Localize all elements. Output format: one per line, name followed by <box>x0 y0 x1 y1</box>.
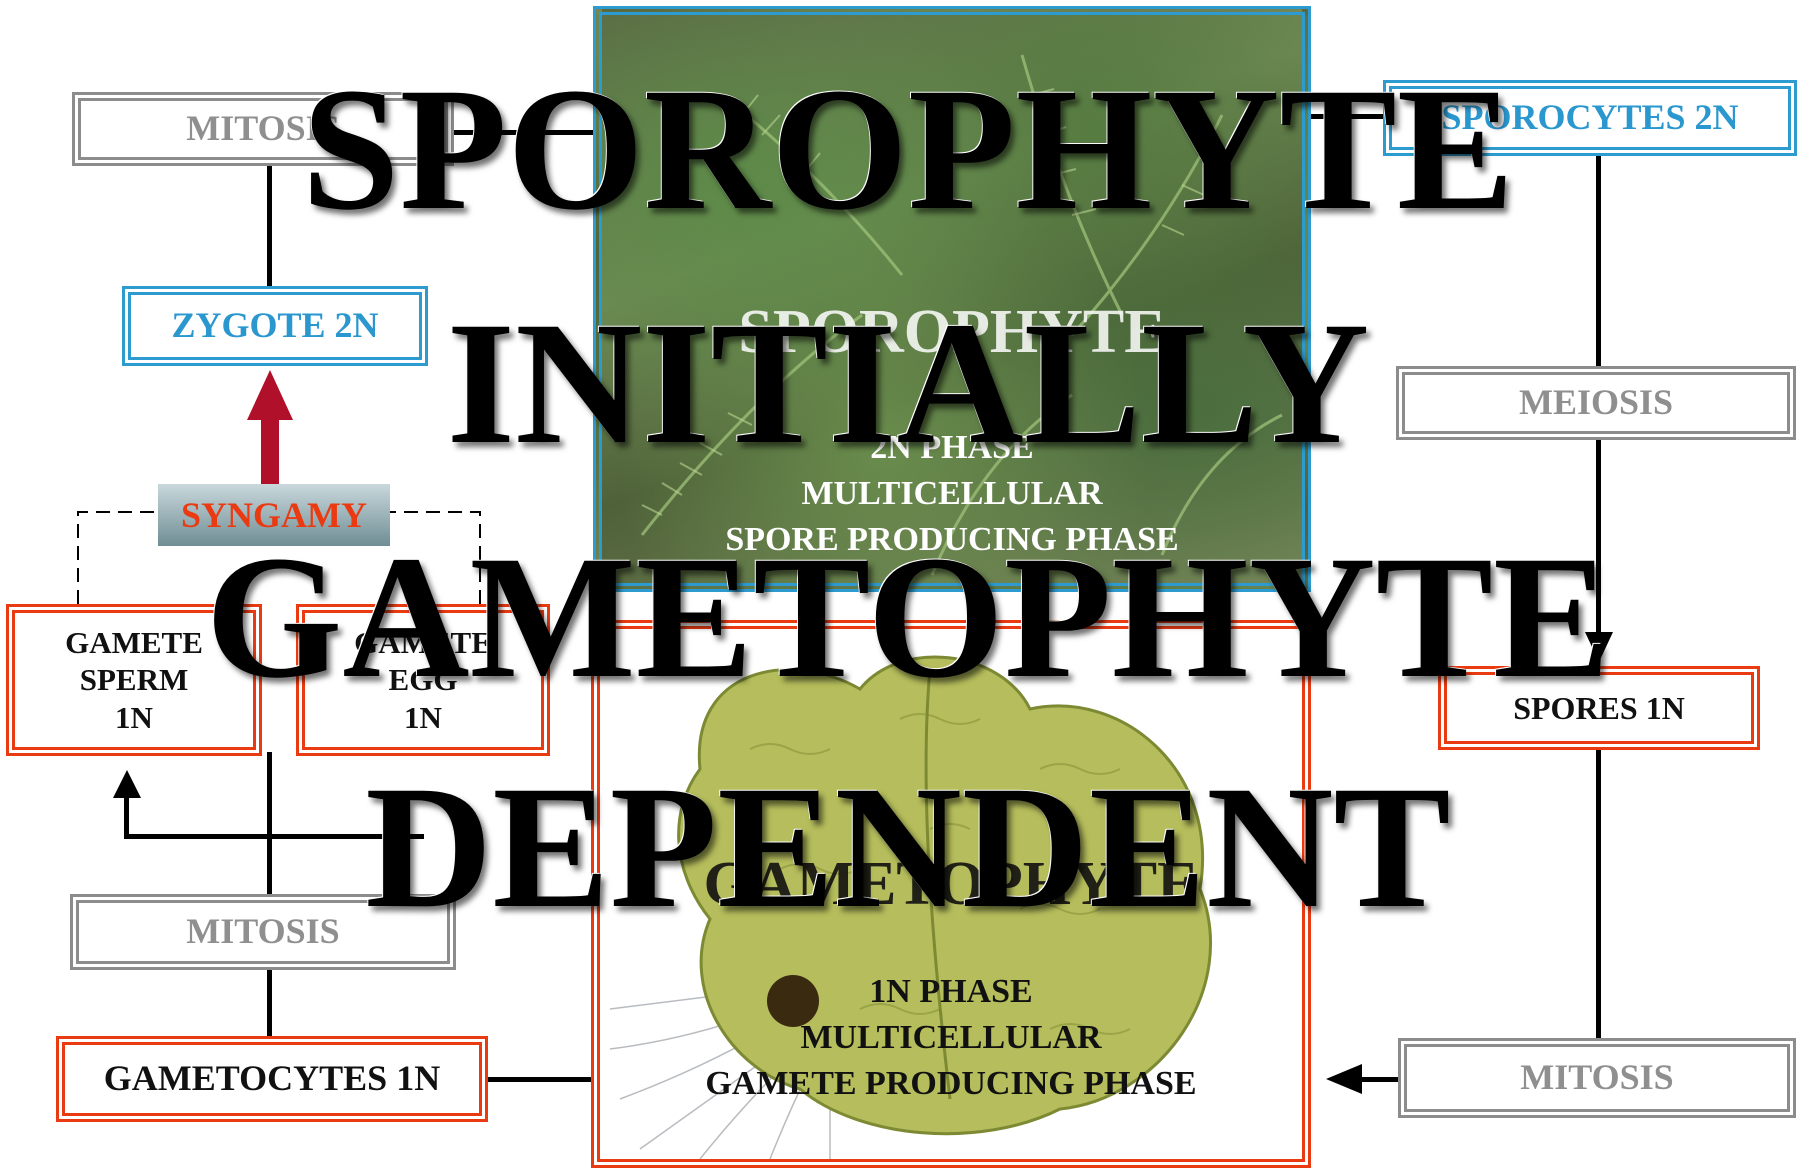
mitosis-right-box: MITOSIS <box>1398 1038 1796 1118</box>
overlay-line4: DEPENDENT <box>0 760 1816 936</box>
connector-mitosis-photo-right <box>1360 1077 1400 1082</box>
gametophyte-line2: MULTICELLULAR <box>600 1015 1302 1061</box>
gametocytes-box: GAMETOCYTES 1N <box>56 1036 488 1122</box>
overlay-line2: INITIALLY <box>0 296 1816 472</box>
overlay-line1: SPOROPHYTE <box>0 62 1816 238</box>
mitosis-right-label: MITOSIS <box>1520 1056 1673 1099</box>
gametophyte-line1: 1N PHASE <box>600 969 1302 1015</box>
arrow-left-icon <box>1326 1064 1362 1094</box>
overlay-line3: GAMETOPHYTE <box>0 530 1816 706</box>
connector-gametocytes-mitosis <box>267 966 272 1040</box>
connector-gametocytes-photo <box>486 1077 591 1082</box>
gametophyte-description: 1N PHASE MULTICELLULAR GAMETE PRODUCING … <box>600 969 1302 1107</box>
gametophyte-line3: GAMETE PRODUCING PHASE <box>600 1061 1302 1107</box>
gametocytes-label: GAMETOCYTES 1N <box>104 1057 440 1100</box>
